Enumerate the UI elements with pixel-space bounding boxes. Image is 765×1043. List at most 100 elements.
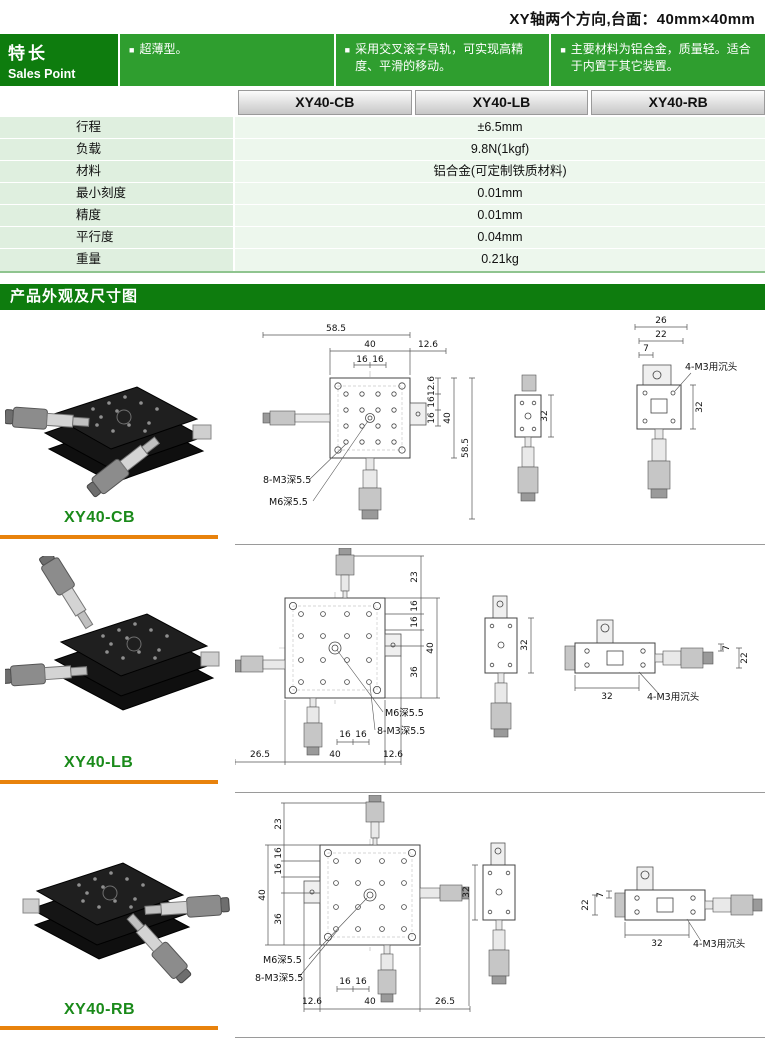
rb-end-view [614, 866, 763, 921]
sales-point-title-block: 特长 Sales Point [0, 34, 118, 86]
micrometer-y [86, 436, 161, 498]
dim-label: 40 [364, 340, 376, 350]
stage-body [53, 613, 220, 711]
dim-label: 23 [410, 571, 420, 582]
dim-label: 26.5 [435, 997, 455, 1007]
rb-side-view [482, 842, 516, 985]
product-section-xy40-rb: XY40-RB [0, 795, 765, 1038]
section-title: 产品外观及尺寸图 [0, 284, 765, 310]
xy40-lb-dimension-drawing: 23 16 16 40 36 M6深5.5 8-M3深5.5 16 16 26.… [235, 548, 750, 765]
micrometer-x [144, 894, 230, 918]
spec-value: 0.21kg [235, 249, 765, 271]
xy40-rb-dimension-drawing: 23 16 16 40 36 M6深5.5 8-M3深5.5 16 16 12.… [255, 795, 763, 1012]
sales-point-list: ■ 超薄型。 ■ 采用交叉滚子导轨，可实现高精度、平滑的移动。 ■ 主要材料为铝… [118, 34, 765, 86]
micrometer-y [39, 556, 94, 630]
dim-label: 40 [329, 750, 341, 760]
product-photo-xy40-cb [5, 386, 212, 498]
dim-label: 16 [410, 600, 420, 612]
dim-label: 16 [355, 977, 367, 987]
dim-label: 32 [520, 639, 530, 650]
spec-value: 0.01mm [235, 183, 765, 204]
spec-label: 平行度 [0, 227, 235, 248]
thread-note: 8-M3深5.5 [263, 475, 311, 486]
spec-row-accuracy: 精度 0.01mm [0, 205, 765, 227]
spec-row-min-scale: 最小刻度 0.01mm [0, 183, 765, 205]
dim-label: 36 [274, 913, 284, 925]
dim-label: 22 [655, 330, 666, 340]
spec-value: 0.01mm [235, 205, 765, 226]
spec-value: ±6.5mm [235, 117, 765, 138]
spec-row-material: 材料 铝合金(可定制铁质材料) [0, 161, 765, 183]
dim-label: 32 [540, 410, 550, 421]
dim-label: 40 [426, 642, 436, 654]
section-divider-rule [235, 544, 765, 545]
spec-label: 精度 [0, 205, 235, 226]
sales-point-title-cn: 特长 [8, 44, 48, 63]
dim-label: 12.6 [418, 340, 438, 350]
thread-note: 4-M3用沉头 [693, 938, 745, 950]
dim-label: 16 [339, 977, 351, 987]
model-header-xy40-cb: XY40-CB [238, 90, 412, 115]
dim-label: 16 [427, 412, 437, 424]
dim-label: 7 [596, 892, 606, 898]
section-divider-rule [235, 792, 765, 793]
cb-end-view [636, 364, 682, 499]
rb-front-view [303, 795, 470, 1003]
spec-row-load: 负载 9.8N(1kgf) [0, 139, 765, 161]
dim-label: 26.5 [250, 750, 270, 760]
dim-label: 32 [462, 886, 472, 897]
model-header-xy40-rb: XY40-RB [591, 90, 765, 115]
micrometer-x [5, 663, 88, 687]
dim-label: 12.6 [383, 750, 403, 760]
product-photo-xy40-rb [22, 862, 230, 984]
lb-front-view [235, 548, 402, 756]
dim-label: 16 [427, 396, 437, 408]
dim-label: 16 [356, 355, 368, 365]
micrometer-x [5, 406, 90, 430]
dim-label: 58.5 [326, 324, 346, 334]
product-name-xy40-lb: XY40-LB [64, 754, 134, 771]
dim-label: 23 [274, 818, 284, 829]
thread-note: 4-M3用沉头 [685, 361, 737, 373]
lb-end-view [564, 619, 714, 674]
spec-table: 行程 ±6.5mm 负载 9.8N(1kgf) 材料 铝合金(可定制铁质材料) … [0, 117, 765, 273]
orange-divider [0, 1026, 218, 1030]
spec-row-weight: 重量 0.21kg [0, 249, 765, 271]
spec-row-parallelism: 平行度 0.04mm [0, 227, 765, 249]
xy40-cb-dimension-drawing: 58.5 40 12.6 16 16 12.6 16 16 40 58.5 8-… [262, 316, 737, 520]
micrometer-y [126, 913, 192, 984]
dim-label: 26 [655, 316, 667, 326]
model-header-xy40-lb: XY40-LB [414, 90, 589, 115]
sales-point-title-en: Sales Point [8, 67, 76, 81]
dim-label: 16 [274, 847, 284, 859]
product-name-xy40-rb: XY40-RB [64, 1001, 136, 1018]
orange-divider [0, 780, 218, 784]
dim-label: 16 [274, 863, 284, 875]
spec-value: 0.04mm [235, 227, 765, 248]
stage-body [43, 386, 212, 484]
sales-point-item-1: ■ 超薄型。 [120, 34, 334, 86]
dim-label: 40 [258, 889, 268, 901]
sales-point-text-3: 主要材料为铝合金，质量轻。适合于内置于其它装置。 [570, 42, 751, 74]
rb-dimension-lines [265, 802, 690, 1012]
dim-label: 12.6 [302, 997, 322, 1007]
product-photo-xy40-lb [5, 556, 220, 711]
sales-point-item-3: ■ 主要材料为铝合金，质量轻。适合于内置于其它装置。 [549, 34, 765, 86]
square-bullet-icon: ■ [560, 45, 566, 55]
orange-divider [0, 535, 218, 539]
product-name-xy40-cb: XY40-CB [64, 509, 136, 526]
dim-label: 58.5 [461, 438, 471, 458]
lb-leader-lines [336, 649, 660, 731]
sales-point-text-2: 采用交叉滚子导轨，可实现高精度、平滑的移动。 [355, 42, 524, 74]
dim-label: 16 [372, 355, 384, 365]
dim-label: 16 [355, 730, 367, 740]
dim-label: 16 [339, 730, 351, 740]
product-section-xy40-cb: XY40-CB [0, 313, 765, 545]
dim-label: 7 [643, 344, 649, 354]
sales-point-text-1: 超薄型。 [139, 42, 188, 56]
dim-label: 32 [601, 692, 612, 702]
model-header-spacer [0, 90, 235, 115]
dim-label: 32 [695, 401, 705, 412]
thread-note: 8-M3深5.5 [377, 726, 425, 737]
